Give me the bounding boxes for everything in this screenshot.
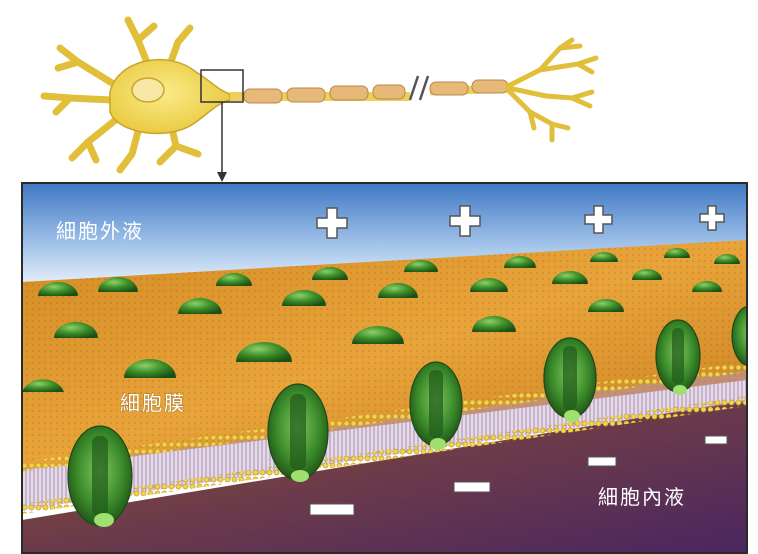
neuron-illustration: [44, 20, 596, 182]
minus-sign-icon: [310, 504, 354, 515]
channel-protein: [68, 426, 132, 527]
extracellular-fluid-label: 細胞外液: [56, 219, 144, 243]
axon-break-mark: [410, 76, 428, 100]
axon-terminals: [508, 40, 596, 140]
axon: [230, 76, 510, 103]
intracellular-fluid-label: 細胞內液: [598, 485, 686, 509]
minus-sign-icon: [454, 482, 490, 492]
channel-protein: [268, 384, 328, 482]
cell-body: [110, 60, 230, 134]
zoom-arrow: [217, 102, 227, 182]
membrane-label: 細胞膜: [120, 391, 186, 415]
membrane-cross-section: 細胞外液 細胞膜 細胞內液: [22, 183, 758, 554]
minus-sign-icon: [588, 457, 616, 466]
nucleus: [132, 78, 164, 102]
minus-sign-icon: [705, 436, 727, 444]
